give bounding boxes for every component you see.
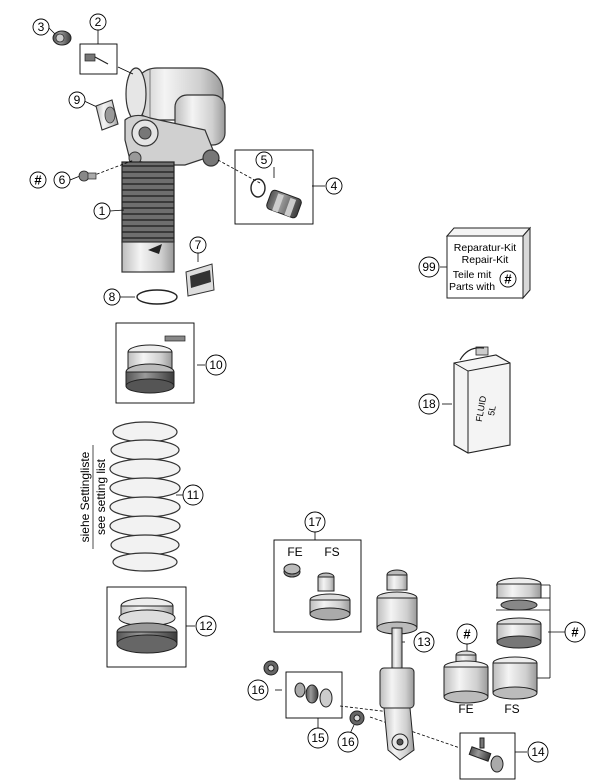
callout-3: 3 [38, 20, 45, 34]
part-14-adjuster [468, 737, 504, 773]
part-14-box [459, 732, 516, 780]
part-15-box [285, 671, 343, 719]
part-3-cap [52, 30, 72, 46]
part-10-box [115, 322, 195, 404]
parts-with-label-de: Teile mit [453, 269, 492, 281]
callout-16-left: 16 [251, 683, 265, 697]
callout-13: 13 [417, 635, 431, 649]
part-18-fluid-can [453, 346, 511, 454]
callout-hash-6: # [34, 173, 42, 188]
callout-9: 9 [74, 93, 81, 107]
part-15-valve-parts [294, 682, 333, 708]
callout-16-right: 16 [341, 735, 355, 749]
main-damper-body [121, 161, 175, 273]
part-16-bushing-right [349, 710, 365, 726]
part-7-decal [185, 263, 215, 297]
fs-piston-stack [492, 577, 542, 700]
part-6-screw [78, 170, 97, 182]
callout-5: 5 [261, 153, 268, 167]
repair-kit-label-de: Reparatur-Kit [454, 242, 517, 254]
callout-18: 18 [422, 397, 436, 411]
part-12-spring-seat [116, 597, 178, 654]
spring-setting-note-en: see setting list [94, 458, 108, 535]
part-10-spring-adjuster [125, 335, 186, 394]
callout-11: 11 [187, 488, 200, 502]
part-11-spring [109, 421, 181, 572]
part-12-box [106, 586, 187, 668]
callout-15: 15 [311, 731, 325, 745]
repair-kit-label-en: Repair-Kit [462, 254, 509, 266]
part-17-fs-piston [309, 572, 351, 621]
fe-piston-assembly [443, 650, 489, 704]
fluid-label: FLUID [474, 395, 488, 423]
part-17-box [273, 539, 362, 633]
callout-12: 12 [199, 619, 213, 633]
spring-setting-note-de: siehe Settingliste [78, 451, 92, 542]
part-16-bushing-left [263, 660, 279, 676]
variant-fe-top: FE [287, 545, 302, 559]
callout-14: 14 [531, 745, 545, 759]
part-9-bushing [95, 99, 119, 131]
part-4-box [234, 149, 314, 225]
part-8-retaining-ring [136, 289, 178, 305]
part-2-valve [84, 53, 109, 65]
variant-fe-bottom: FE [458, 702, 473, 716]
callout-10: 10 [209, 358, 223, 372]
callout-hash-fe: # [463, 627, 471, 642]
part-13-damper-cartridge [376, 569, 418, 761]
callout-hash-fs: # [571, 625, 579, 640]
part-5-oring [250, 178, 266, 198]
variant-fs-bottom: FS [504, 702, 519, 716]
variant-fs-top: FS [324, 545, 339, 559]
repair-kit-hash: # [504, 272, 512, 287]
callout-circles [29, 13, 586, 763]
parts-with-label-en: Parts with [449, 281, 495, 293]
callout-7: 7 [195, 238, 202, 252]
reservoir-cylinder [125, 67, 226, 146]
callout-17: 17 [308, 515, 322, 529]
callout-2: 2 [95, 15, 102, 29]
part-17-fe-nut [283, 563, 301, 578]
part-2-box [79, 43, 118, 75]
part-5-valve-insert [266, 189, 302, 219]
callout-4: 4 [331, 179, 338, 193]
callout-8: 8 [109, 290, 116, 304]
callout-6: 6 [59, 173, 66, 187]
callout-99: 99 [422, 260, 436, 274]
fluid-volume-label: 5L [486, 405, 498, 417]
callout-1: 1 [99, 204, 106, 218]
part-99-repair-kit-box [445, 226, 532, 300]
